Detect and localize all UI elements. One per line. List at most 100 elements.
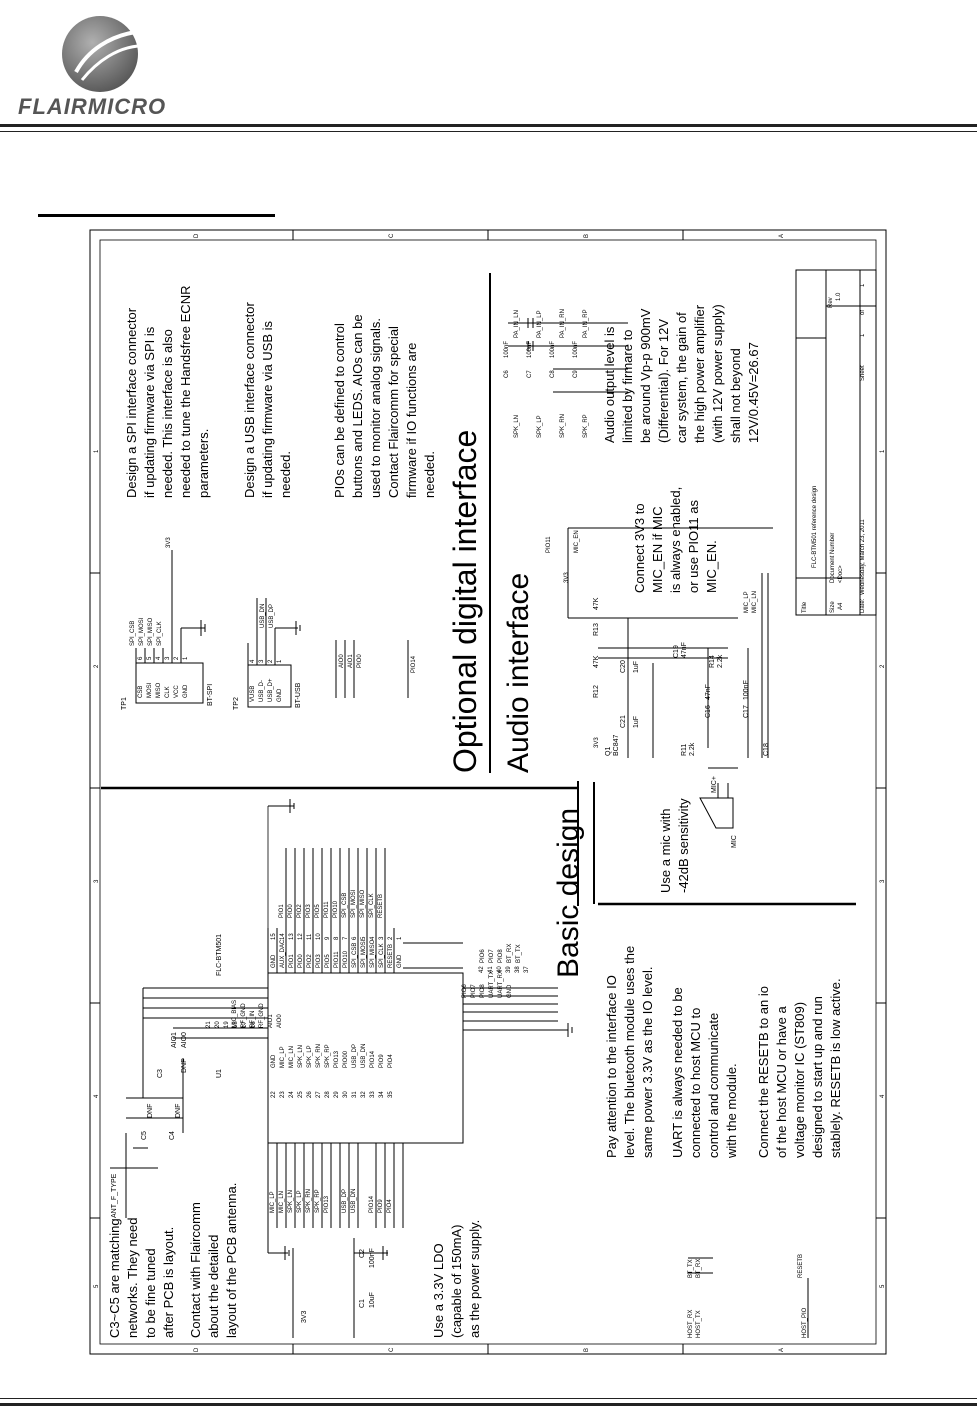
note-audio-1: Audio output level is [602, 326, 617, 443]
tb-sheet: 1 [860, 333, 866, 337]
note-usb-1: Design a USB interface connector [242, 302, 257, 498]
u1-lpin-10: USB_DN [361, 1044, 367, 1068]
spi-net-csb: SPI_CSB [130, 621, 136, 646]
cap-c8: C8 [550, 370, 556, 378]
note-ant-1: Contact with Flaircomm [188, 1202, 203, 1338]
host-pio: HOST_PIO [802, 1307, 808, 1338]
u1-lpin-6: SPK_RP [325, 1044, 331, 1068]
u1-rnum-9: 6 [352, 936, 358, 940]
note-ldo-1: Use a 3.3V LDO [431, 1243, 446, 1338]
frame-c-top: C [389, 233, 395, 238]
resetb-net: RESETB [798, 1254, 804, 1278]
u1-tpin-3: RF_GND [259, 1003, 265, 1028]
u1-lpin-9: USB_DP [352, 1044, 358, 1068]
note-spi-5: parameters. [196, 429, 211, 498]
cap-c8-val: 100nF [550, 341, 556, 358]
u1-lnum-11: 33 [370, 1091, 376, 1098]
u1-tnum-2: 19 [224, 1021, 230, 1028]
note-usb-3: needed. [278, 451, 293, 498]
frame-1-right: 1 [880, 449, 886, 453]
u1-bnum-0: 42 [479, 966, 485, 973]
c19-label: C19 [673, 645, 680, 658]
tb-size: A4 [838, 602, 844, 610]
r13-value: 47K [593, 597, 600, 610]
u1-rnet-0: PIO1 [279, 904, 285, 918]
frame-3-left: 3 [94, 879, 100, 883]
page-header: FLAIRMICRO [0, 0, 977, 160]
note-ant-3: layout of the PCB antenna. [224, 1183, 239, 1338]
mic-en-net: MIC_EN [574, 530, 580, 553]
bt-tx: BT_TX [688, 1259, 694, 1278]
tp1-3v3: 3V3 [166, 537, 172, 548]
audio-3v3: 3V3 [564, 572, 570, 583]
mic-label: MIC [731, 835, 738, 848]
u1-bnet-3: BT_RX [507, 944, 513, 963]
c20-value: 1uF [633, 661, 640, 673]
pa-net-lp: PA_IN_LP [537, 310, 543, 338]
tp2-num-1: 1 [277, 659, 283, 663]
tb-size-label: Size [830, 601, 836, 613]
spi-net-miso: SPI_MISO [148, 617, 154, 646]
tb-rev: 1.0 [836, 292, 842, 301]
aio1-net: AIO1 [348, 654, 354, 668]
u1-rpin-2: PIO1 [289, 954, 295, 968]
note-reset-2: of the host MCU or have a [774, 1005, 789, 1158]
mic-lp-net: MIC_LP [744, 591, 750, 613]
note-pio-1: PIOs can be defined to control [332, 323, 347, 498]
footer-rule-thin [0, 1398, 977, 1399]
frame-2-left: 2 [94, 664, 100, 668]
u1-lpin-0: GND [271, 1054, 277, 1068]
r12-value: 47K [593, 655, 600, 668]
r12-label: R12 [593, 685, 600, 698]
u1-lnum-2: 24 [289, 1091, 295, 1098]
aio0-label: AIO0 [181, 1032, 188, 1048]
u1-lnum-7: 29 [334, 1091, 340, 1098]
u1-lpin-11: PIO14 [370, 1050, 376, 1068]
u1-bnum-4: 38 [515, 966, 521, 973]
tp1-pin-vcc: VCC [174, 685, 180, 698]
r14-label: R14 [709, 655, 716, 668]
u1-rnet-5: PIO11 [324, 901, 330, 918]
bt-rx: BT_RX [696, 1259, 702, 1278]
c5-label: C5 [141, 1131, 148, 1140]
note-reset-1: Connect the RESETB to an io [756, 986, 771, 1158]
tp2-num-4: 4 [250, 659, 256, 663]
cap-c9: C9 [573, 370, 579, 378]
u1-lnet-2: SPK_LN [288, 1190, 294, 1213]
u1-bpin-2: PIO8 [480, 984, 486, 998]
u1-rpin-0: GND [271, 954, 277, 968]
u1-bnum-2: 40 [497, 966, 503, 973]
schematic-diagram: Optional digital interface Audio interfa… [89, 229, 887, 1355]
q1-value: BC847 [613, 734, 620, 756]
pa-net-rp: PA_IN_RP [583, 309, 589, 338]
section-title-underline [38, 214, 275, 217]
u1-lnum-5: 27 [316, 1091, 322, 1098]
note-pio-5: firmware if IO functions are [404, 343, 419, 498]
u1-lnum-13: 35 [388, 1091, 394, 1098]
mic-ln-net: MIC_LN [752, 591, 758, 613]
u1-lpin-7: PIO13 [334, 1050, 340, 1068]
bt-usb-label: BT-USB [295, 682, 302, 708]
note-pio-3: used to monitor analog signals. [368, 318, 383, 498]
tp2-num-2: 2 [268, 659, 274, 663]
u1-rnum-11: 4 [370, 936, 376, 940]
u1-lnum-1: 23 [280, 1091, 286, 1098]
u1-lnum-12: 34 [379, 1091, 385, 1098]
frame-a-top: A [779, 234, 785, 238]
u1-lnum-6: 28 [325, 1091, 331, 1098]
u1-rpin-3: PIO0 [298, 954, 304, 968]
u1-lnum-10: 32 [361, 1091, 367, 1098]
q1-label: Q1 [605, 747, 612, 756]
frame-5-right: 5 [880, 1284, 886, 1288]
u1-bnet-1: PIO7 [489, 949, 495, 963]
u1-lpin-12: PIO9 [379, 1054, 385, 1068]
ant-label: ANT_F_TYPE [111, 1173, 118, 1218]
u1-lnum-0: 22 [271, 1091, 277, 1098]
u1-lnet-8: USB_DN [351, 1189, 357, 1213]
spi-net-mosi: SPI_MOSI [139, 617, 145, 646]
u1-rnet-2: PIO2 [297, 904, 303, 918]
dnf-c3: DNF [181, 1059, 188, 1073]
u1-lpin-3: SPK_LN [298, 1045, 304, 1068]
u1-rpin-11: SPI_MISO [370, 939, 376, 968]
tb-of: 1 [860, 283, 866, 287]
